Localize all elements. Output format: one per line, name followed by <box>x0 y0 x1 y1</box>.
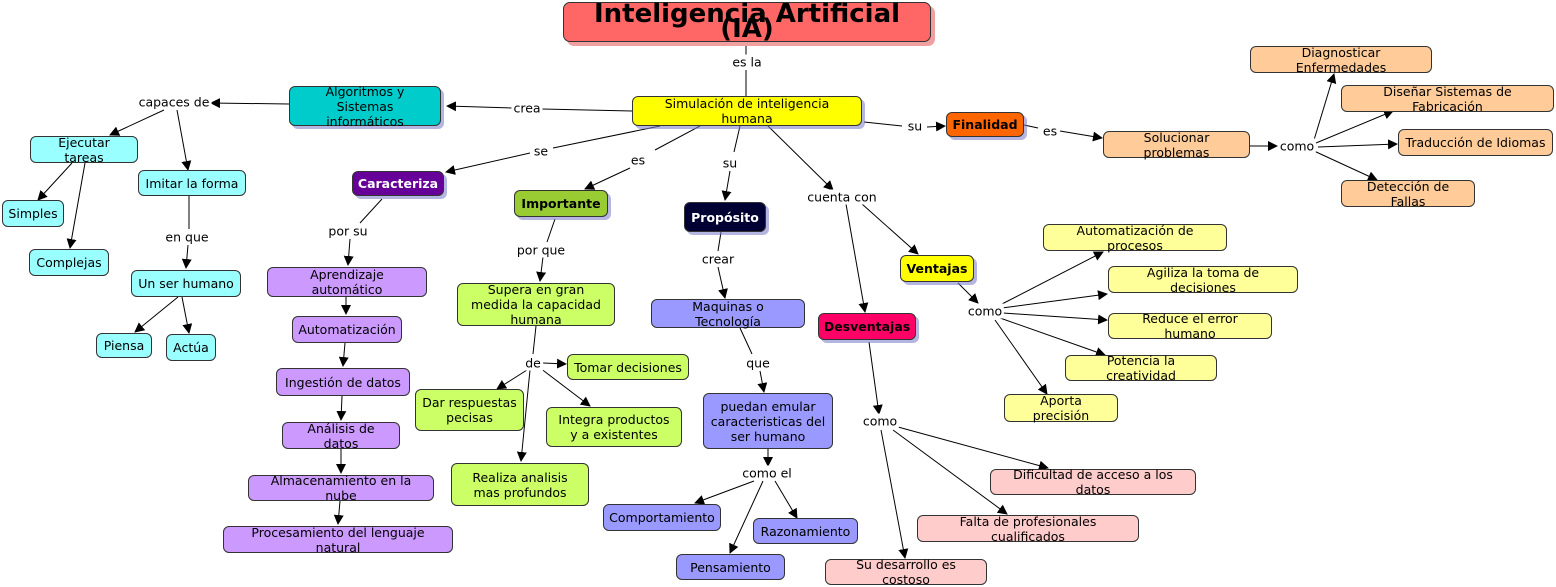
concept-actua[interactable]: Actúa <box>166 334 216 361</box>
concept-simulacion[interactable]: Simulación de inteligencia humana <box>632 96 862 126</box>
concept-dar-respuestas[interactable]: Dar respuestas pecisas <box>415 389 524 431</box>
concept-d-costoso[interactable]: Su desarrollo es costoso <box>825 557 987 587</box>
concept-imitar-forma[interactable]: Imitar la forma <box>138 170 246 196</box>
concept-v-potencia[interactable]: Potencia la creatividad <box>1065 353 1217 383</box>
concept-diagnosticar[interactable]: Diagnosticar Enfermedades <box>1250 45 1432 75</box>
link-en-que: en que <box>163 229 211 245</box>
concept-importante[interactable]: Importante <box>514 190 608 217</box>
concept-v-reduce[interactable]: Reduce el error humano <box>1108 311 1272 341</box>
link-como-finalidad: como <box>1277 138 1317 154</box>
link-cuenta-con: cuenta con <box>805 189 879 205</box>
link-es-importante: es <box>628 152 648 168</box>
concept-automatizacion[interactable]: Automatización <box>292 316 402 343</box>
link-capaces-de: capaces de <box>136 94 212 110</box>
link-por-su: por su <box>326 223 370 239</box>
concept-procesamiento[interactable]: Procesamiento del lenguaje natural <box>223 525 453 555</box>
concept-disenar[interactable]: Diseñar Sistemas de Fabricación <box>1341 84 1554 114</box>
link-por-que: por que <box>514 242 568 258</box>
concept-almacenamiento[interactable]: Almacenamiento en la nube <box>248 473 434 503</box>
concept-d-falta[interactable]: Falta de profesionales cualificados <box>917 514 1139 544</box>
concept-algoritmos[interactable]: Algoritmos y Sistemas informáticos <box>289 84 441 129</box>
link-como-el: como el <box>740 465 794 481</box>
concept-realiza[interactable]: Realiza analisis mas profundos <box>451 463 589 506</box>
concept-simples[interactable]: Simples <box>2 200 64 227</box>
link-como-ventajas: como <box>965 303 1005 319</box>
concept-v-aporta[interactable]: Aporta precisión <box>1004 393 1118 423</box>
link-como-desventajas: como <box>860 413 900 429</box>
concept-razonamiento[interactable]: Razonamiento <box>753 518 858 544</box>
concept-v-automatizacion[interactable]: Automatización de procesos <box>1043 223 1227 253</box>
concept-ingestion[interactable]: Ingestión de datos <box>276 368 410 396</box>
link-es-la: es la <box>730 54 764 70</box>
concept-d-dificultad[interactable]: Dificultad de acceso a los datos <box>990 467 1196 497</box>
concept-ejecutar-tareas[interactable]: Ejecutar tareas <box>30 135 138 165</box>
concept-caracteriza[interactable]: Caracteriza <box>352 171 444 196</box>
concept-supera[interactable]: Supera en gran medida la capacidad human… <box>457 282 615 327</box>
concept-desventajas[interactable]: Desventajas <box>818 313 916 340</box>
concept-tomar-decisiones[interactable]: Tomar decisiones <box>567 354 689 380</box>
concept-traduccion[interactable]: Traducción de Idiomas <box>1398 129 1553 156</box>
concept-title[interactable]: Inteligencia Artificial (IA) <box>563 1 931 42</box>
concept-solucionar[interactable]: Solucionar problemas <box>1103 130 1250 160</box>
concept-v-agiliza[interactable]: Agiliza la toma de decisiones <box>1108 265 1298 295</box>
concept-ser-humano[interactable]: Un ser humano <box>131 270 241 297</box>
concept-emular[interactable]: puedan emular caracteristicas del ser hu… <box>703 393 833 449</box>
link-su-proposito: su <box>720 155 740 171</box>
concept-deteccion[interactable]: Detección de Fallas <box>1341 179 1475 209</box>
link-que: que <box>744 355 772 371</box>
concept-finalidad[interactable]: Finalidad <box>946 112 1024 137</box>
concept-ventajas[interactable]: Ventajas <box>900 255 974 282</box>
link-es-solucionar: es <box>1040 123 1060 139</box>
concept-aprendizaje[interactable]: Aprendizaje automático <box>267 267 427 297</box>
concept-pensamiento[interactable]: Pensamiento <box>676 554 785 580</box>
concept-analisis[interactable]: Análisis de datos <box>282 421 400 451</box>
concept-comportamiento[interactable]: Comportamiento <box>603 504 721 531</box>
link-crear: crear <box>699 251 737 267</box>
concept-proposito[interactable]: Propósito <box>684 202 766 232</box>
link-su-finalidad: su <box>905 118 925 134</box>
concept-integra[interactable]: Integra productos y a existentes <box>546 407 682 447</box>
concept-complejas[interactable]: Complejas <box>29 249 109 276</box>
concept-maquinas[interactable]: Maquinas o Tecnología <box>651 299 805 329</box>
link-se: se <box>531 143 551 159</box>
concept-piensa[interactable]: Piensa <box>96 333 152 358</box>
link-crea: crea <box>511 100 543 116</box>
link-de: de <box>523 355 543 371</box>
